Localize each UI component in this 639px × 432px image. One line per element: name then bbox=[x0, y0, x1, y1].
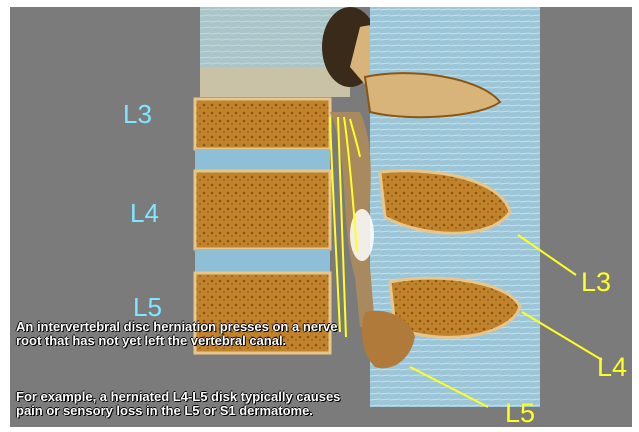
left-label-l4: L4 bbox=[130, 200, 159, 226]
right-label-l3: L3 bbox=[581, 269, 611, 296]
vertebra-l4-body bbox=[195, 171, 330, 249]
disc-l3-l4 bbox=[195, 149, 330, 171]
right-label-l4: L4 bbox=[597, 354, 627, 381]
disc-l4-l5 bbox=[195, 249, 330, 273]
left-label-l5: L5 bbox=[133, 294, 162, 320]
left-label-l3: L3 bbox=[123, 101, 152, 127]
spine-illustration bbox=[10, 7, 632, 427]
caption-paragraph-2: For example, a herniated L4-L5 disk typi… bbox=[16, 390, 346, 418]
vertebra-l3-body bbox=[195, 99, 330, 149]
caption-paragraph-1: An intervertebral disc herniation presse… bbox=[16, 320, 346, 348]
slide-frame: L3 L4 L5 L3 L4 L5 An intervertebral disc… bbox=[10, 7, 632, 427]
right-label-l5: L5 bbox=[505, 400, 535, 427]
vertebral-column bbox=[195, 99, 330, 353]
